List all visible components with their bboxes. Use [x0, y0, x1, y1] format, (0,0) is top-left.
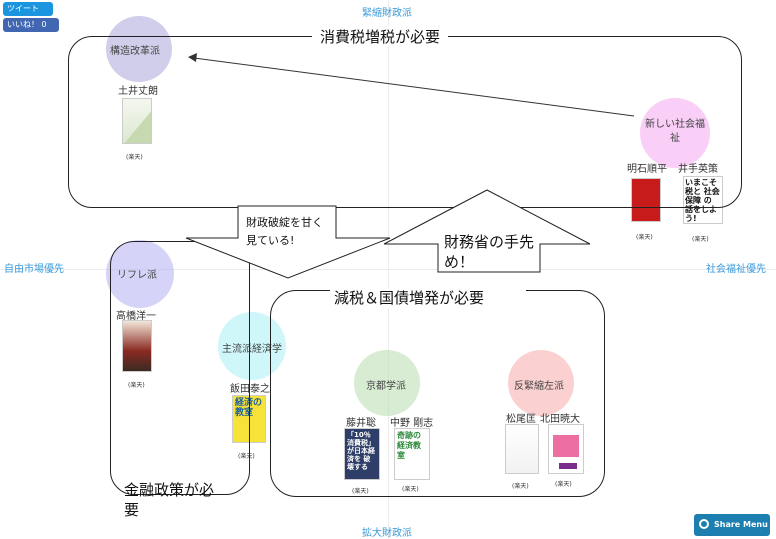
book-cover-kitada[interactable] — [548, 424, 584, 474]
vertical-axis-line — [388, 0, 389, 539]
school-circle-structural-reform — [106, 16, 172, 82]
school-circle-anti-austerity — [508, 350, 574, 416]
callout-tax-hike: 消費税増税が必要 — [312, 26, 449, 47]
tweet-label: ツイート — [7, 4, 39, 13]
book-cover-matsuo[interactable] — [505, 424, 539, 474]
book-cover-ide[interactable]: いまこそ 税と 社会保障 の 話をしよう! — [683, 176, 723, 224]
axis-label-top: 緊縮財政派 — [362, 8, 412, 19]
up-arrow-shape — [383, 189, 591, 273]
book-cover-akashi[interactable] — [631, 178, 661, 222]
school-label-anti-austerity: 反緊縮左派 — [514, 381, 564, 392]
school-circle-mainstream — [218, 312, 286, 380]
book-cover-tsuchii-art — [124, 111, 151, 143]
person-iida: 飯田泰之 — [230, 384, 270, 395]
rakuten-link-iida[interactable]: (楽天) — [238, 453, 255, 460]
gear-icon — [699, 519, 709, 529]
book-cover-kitada-art — [553, 435, 579, 469]
axis-label-right: 社会福祉優先 — [706, 264, 766, 275]
rakuten-link-takahashi[interactable]: (楽天) — [128, 382, 145, 389]
book-cover-tsuchii[interactable] — [122, 98, 152, 144]
arrow-text-mof: 財務省の手先め！ — [444, 233, 535, 271]
school-label-kyoto: 京都学派 — [366, 381, 406, 392]
influence-arrow-head — [188, 53, 197, 62]
arrow-text-optimistic: 財政破綻を甘く見ている! — [246, 216, 323, 247]
school-label-new-welfare: 新しい社会福祉 — [645, 119, 705, 144]
book-cover-takahashi[interactable] — [122, 320, 152, 372]
school-label-reflation: リフレ派 — [117, 270, 157, 281]
down-arrow-shape — [185, 205, 391, 279]
rakuten-link-tsuchii[interactable]: (楽天) — [126, 154, 143, 161]
rakuten-link-akashi[interactable]: (楽天) — [636, 234, 653, 241]
book-cover-fujii[interactable]: 「10％消費税」 が日本経済を 破壊する — [344, 428, 380, 480]
axis-label-left: 自由市場優先 — [4, 264, 64, 275]
rakuten-link-ide[interactable]: (楽天) — [692, 236, 709, 243]
school-circle-kyoto — [354, 350, 420, 416]
like-button[interactable]: いいね！ 0 — [3, 18, 59, 32]
tweet-button[interactable]: ツイート — [3, 2, 53, 16]
person-kitada: 北田暁大 — [540, 414, 580, 425]
like-label: いいね！ 0 — [7, 20, 47, 29]
callout-tax-cut: 減税＆国債増発が必要 — [330, 288, 526, 308]
person-akashi: 明石順平 — [627, 164, 667, 175]
callout-monetary: 金融政策が必要 — [124, 481, 215, 519]
rakuten-link-matsuo[interactable]: (楽天) — [512, 483, 529, 490]
school-label-mainstream: 主流派経済学 — [222, 344, 282, 355]
axis-label-bottom: 拡大財政派 — [362, 528, 412, 539]
rakuten-link-nakano[interactable]: (楽天) — [402, 486, 419, 493]
book-cover-nakano[interactable]: 奇跡の 経済教室 — [394, 428, 430, 480]
person-fujii: 藤井聡 — [346, 418, 376, 429]
person-takahashi: 高橋洋一 — [116, 311, 156, 322]
rakuten-link-fujii[interactable]: (楽天) — [352, 488, 369, 495]
share-menu-label: Share Menu — [714, 520, 768, 529]
person-nakano: 中野 剛志 — [390, 418, 434, 429]
school-label-structural-reform: 構造改革派 — [110, 46, 160, 57]
school-circle-new-welfare — [640, 98, 710, 168]
person-ide: 井手英策 — [678, 164, 718, 175]
share-menu-button[interactable]: Share Menu — [694, 514, 770, 536]
person-matsuo: 松尾匡 — [506, 414, 536, 425]
group-box-monetary — [110, 241, 250, 495]
rakuten-link-kitada[interactable]: (楽天) — [555, 481, 572, 488]
influence-arrow-line — [193, 57, 635, 117]
person-tsuchii: 土井丈朗 — [118, 86, 158, 97]
